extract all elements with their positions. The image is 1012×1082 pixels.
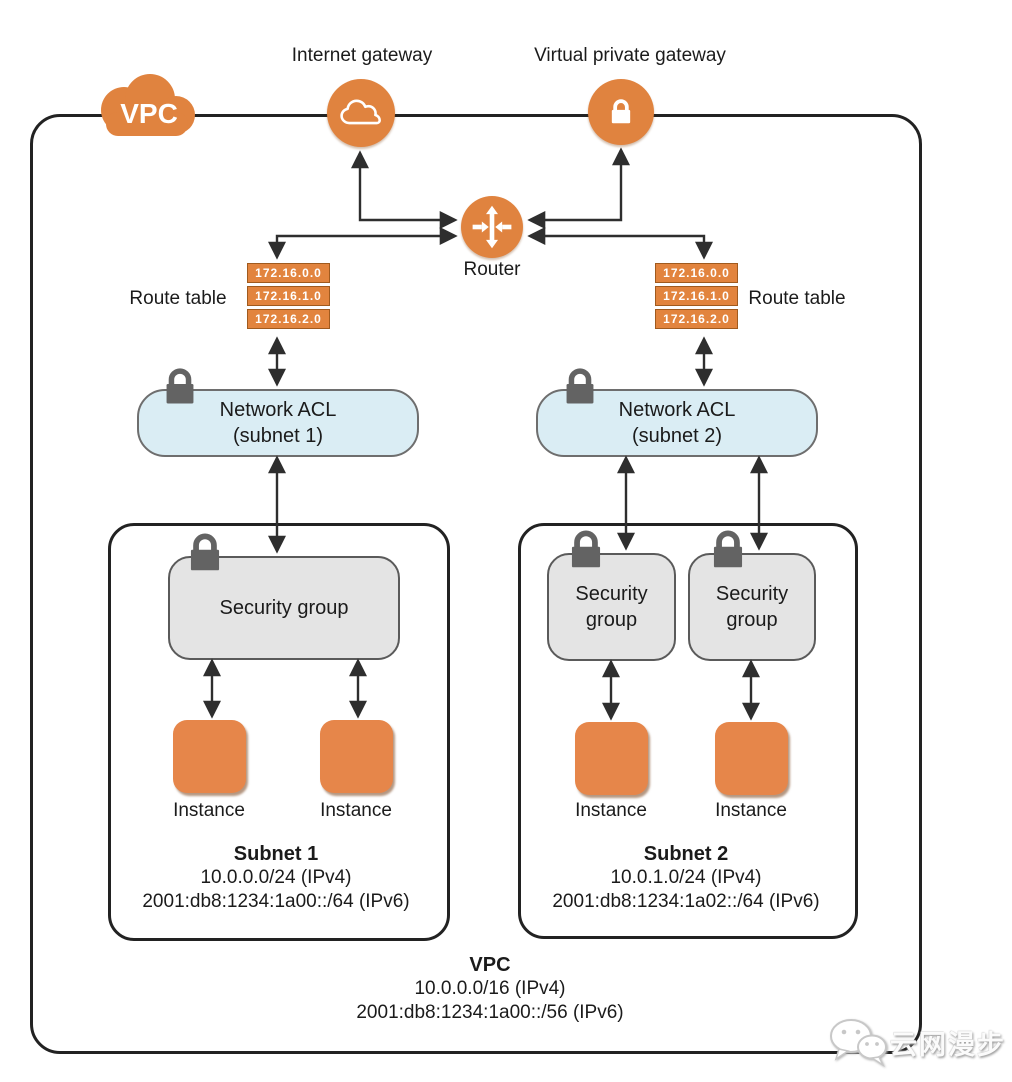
instance-label: Instance — [715, 800, 787, 821]
route-table-row: 172.16.0.0 — [247, 263, 330, 283]
route-table-right-label: Route table — [748, 288, 846, 309]
route-table-row: 172.16.0.0 — [655, 263, 738, 283]
vpc-info: VPC 10.0.0.0/16 (IPv4) 2001:db8:1234:1a0… — [356, 953, 623, 1025]
router-arrows-icon — [472, 205, 512, 249]
vpc-ipv4: 10.0.0.0/16 (IPv4) — [414, 978, 566, 999]
subnet2-ipv6: 2001:db8:1234:1a02::/64 (IPv6) — [552, 891, 820, 912]
instance-label: Instance — [575, 800, 647, 821]
subnet2-ipv4: 10.0.1.0/24 (IPv4) — [610, 867, 762, 888]
instance-label: Instance — [320, 800, 392, 821]
route-table-right: 172.16.0.0 172.16.1.0 172.16.2.0 — [655, 263, 738, 332]
security-group-2a: Security group — [547, 553, 676, 661]
router-node — [461, 196, 523, 258]
route-table-row: 172.16.1.0 — [655, 286, 738, 306]
route-table-row: 172.16.2.0 — [247, 309, 330, 329]
route-table-left: 172.16.0.0 172.16.1.0 172.16.2.0 — [247, 263, 330, 332]
lock-icon — [166, 368, 194, 404]
virtual-private-gateway-node — [588, 79, 654, 145]
network-acl-1: Network ACL (subnet 1) — [137, 389, 419, 457]
internet-gateway-label: Internet gateway — [291, 45, 433, 66]
instance-node — [715, 722, 788, 795]
vpc-boundary-box — [30, 114, 922, 1054]
watermark-text: 云网漫步 — [890, 1029, 1006, 1060]
network-acl-2-line2: (subnet 2) — [631, 425, 723, 447]
watermark: 云网漫步 — [828, 1016, 1006, 1068]
subnet1-ipv4: 10.0.0.0/24 (IPv4) — [200, 867, 352, 888]
vpc-title: VPC — [469, 954, 511, 976]
lock-icon — [713, 530, 743, 568]
instance-label: Instance — [173, 800, 245, 821]
instance-node — [173, 720, 246, 793]
network-acl-1-line2: (subnet 1) — [232, 425, 324, 447]
network-acl-2-line1: Network ACL — [618, 399, 736, 421]
subnet2-title: Subnet 2 — [643, 843, 729, 865]
security-group-1: Security group — [168, 556, 400, 660]
cloud-icon — [340, 99, 381, 125]
security-group-2b: Security group — [688, 553, 816, 661]
vpc-cloud-label: VPC — [120, 98, 178, 129]
subnet2-info: Subnet 2 10.0.1.0/24 (IPv4) 2001:db8:123… — [552, 842, 819, 914]
router-label: Router — [463, 259, 521, 280]
vpc-ipv6: 2001:db8:1234:1a00::/56 (IPv6) — [356, 1002, 624, 1023]
virtual-private-gateway-label: Virtual private gateway — [534, 45, 726, 66]
route-table-left-label: Route table — [129, 288, 227, 309]
subnet1-info: Subnet 1 10.0.0.0/24 (IPv4) 2001:db8:123… — [142, 842, 409, 914]
route-table-row: 172.16.2.0 — [655, 309, 738, 329]
network-acl-1-line1: Network ACL — [219, 399, 337, 421]
lock-icon — [611, 99, 631, 124]
security-group-2b-label: Security group — [715, 583, 789, 631]
subnet1-ipv6: 2001:db8:1234:1a00::/64 (IPv6) — [142, 891, 410, 912]
instance-node — [320, 720, 393, 793]
lock-icon — [566, 368, 594, 404]
internet-gateway-node — [327, 79, 395, 147]
subnet1-title: Subnet 1 — [233, 843, 319, 865]
lock-icon — [190, 533, 220, 571]
subnet2-box — [518, 523, 858, 939]
security-group-2a-label: Security group — [575, 583, 648, 631]
vpc-cloud-icon — [101, 74, 195, 136]
instance-node — [575, 722, 648, 795]
wechat-icon — [830, 1019, 887, 1068]
route-table-row: 172.16.1.0 — [247, 286, 330, 306]
lock-icon — [571, 530, 601, 568]
security-group-1-label: Security group — [219, 597, 349, 619]
